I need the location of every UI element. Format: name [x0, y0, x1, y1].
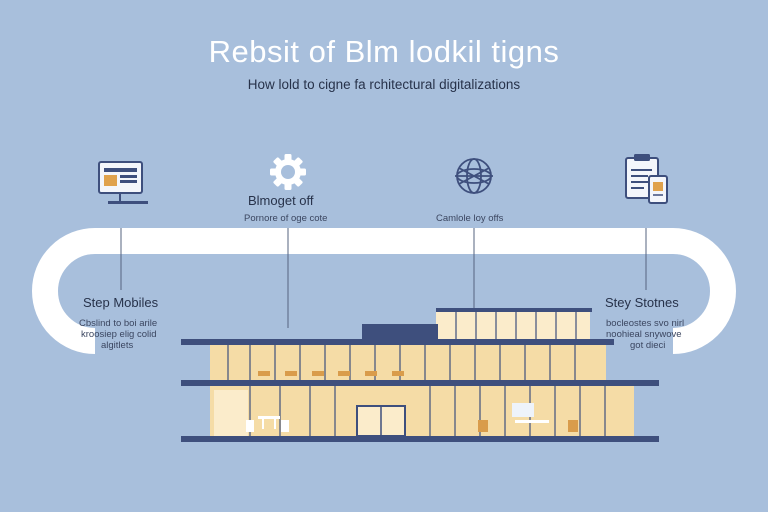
side-desc-right-2: noohieal snywove	[606, 329, 682, 340]
side-desc-left-2: kroosiep elig colid	[81, 329, 157, 340]
side-title-left: Step Mobiles	[83, 295, 159, 310]
side-desc-right-3: got dieci	[630, 340, 666, 351]
clipboard-tablet-icon	[625, 154, 668, 204]
building-illustration	[181, 308, 659, 442]
stage-desc-2: Pornore of oge cote	[244, 213, 328, 224]
globe-network-icon	[455, 158, 493, 194]
page-subtitle: How lold to cigne fa rchitectural digita…	[247, 77, 521, 92]
stage-title-2: Blmoget off	[248, 193, 314, 208]
computer-monitor-icon	[98, 161, 148, 204]
side-desc-right-1: bocleostes svo nirl	[606, 318, 685, 329]
side-desc-left-3: algitlets	[101, 340, 134, 351]
page-title: Rebsit of Blm lodkil tigns	[208, 34, 560, 69]
side-desc-left-1: Cbslind to boi arile	[79, 318, 158, 329]
stage-desc-3: Camlole loy offs	[436, 213, 504, 224]
process-track	[32, 228, 736, 354]
gear-icon	[270, 154, 306, 190]
side-title-right: Stey Stotnes	[605, 295, 679, 310]
